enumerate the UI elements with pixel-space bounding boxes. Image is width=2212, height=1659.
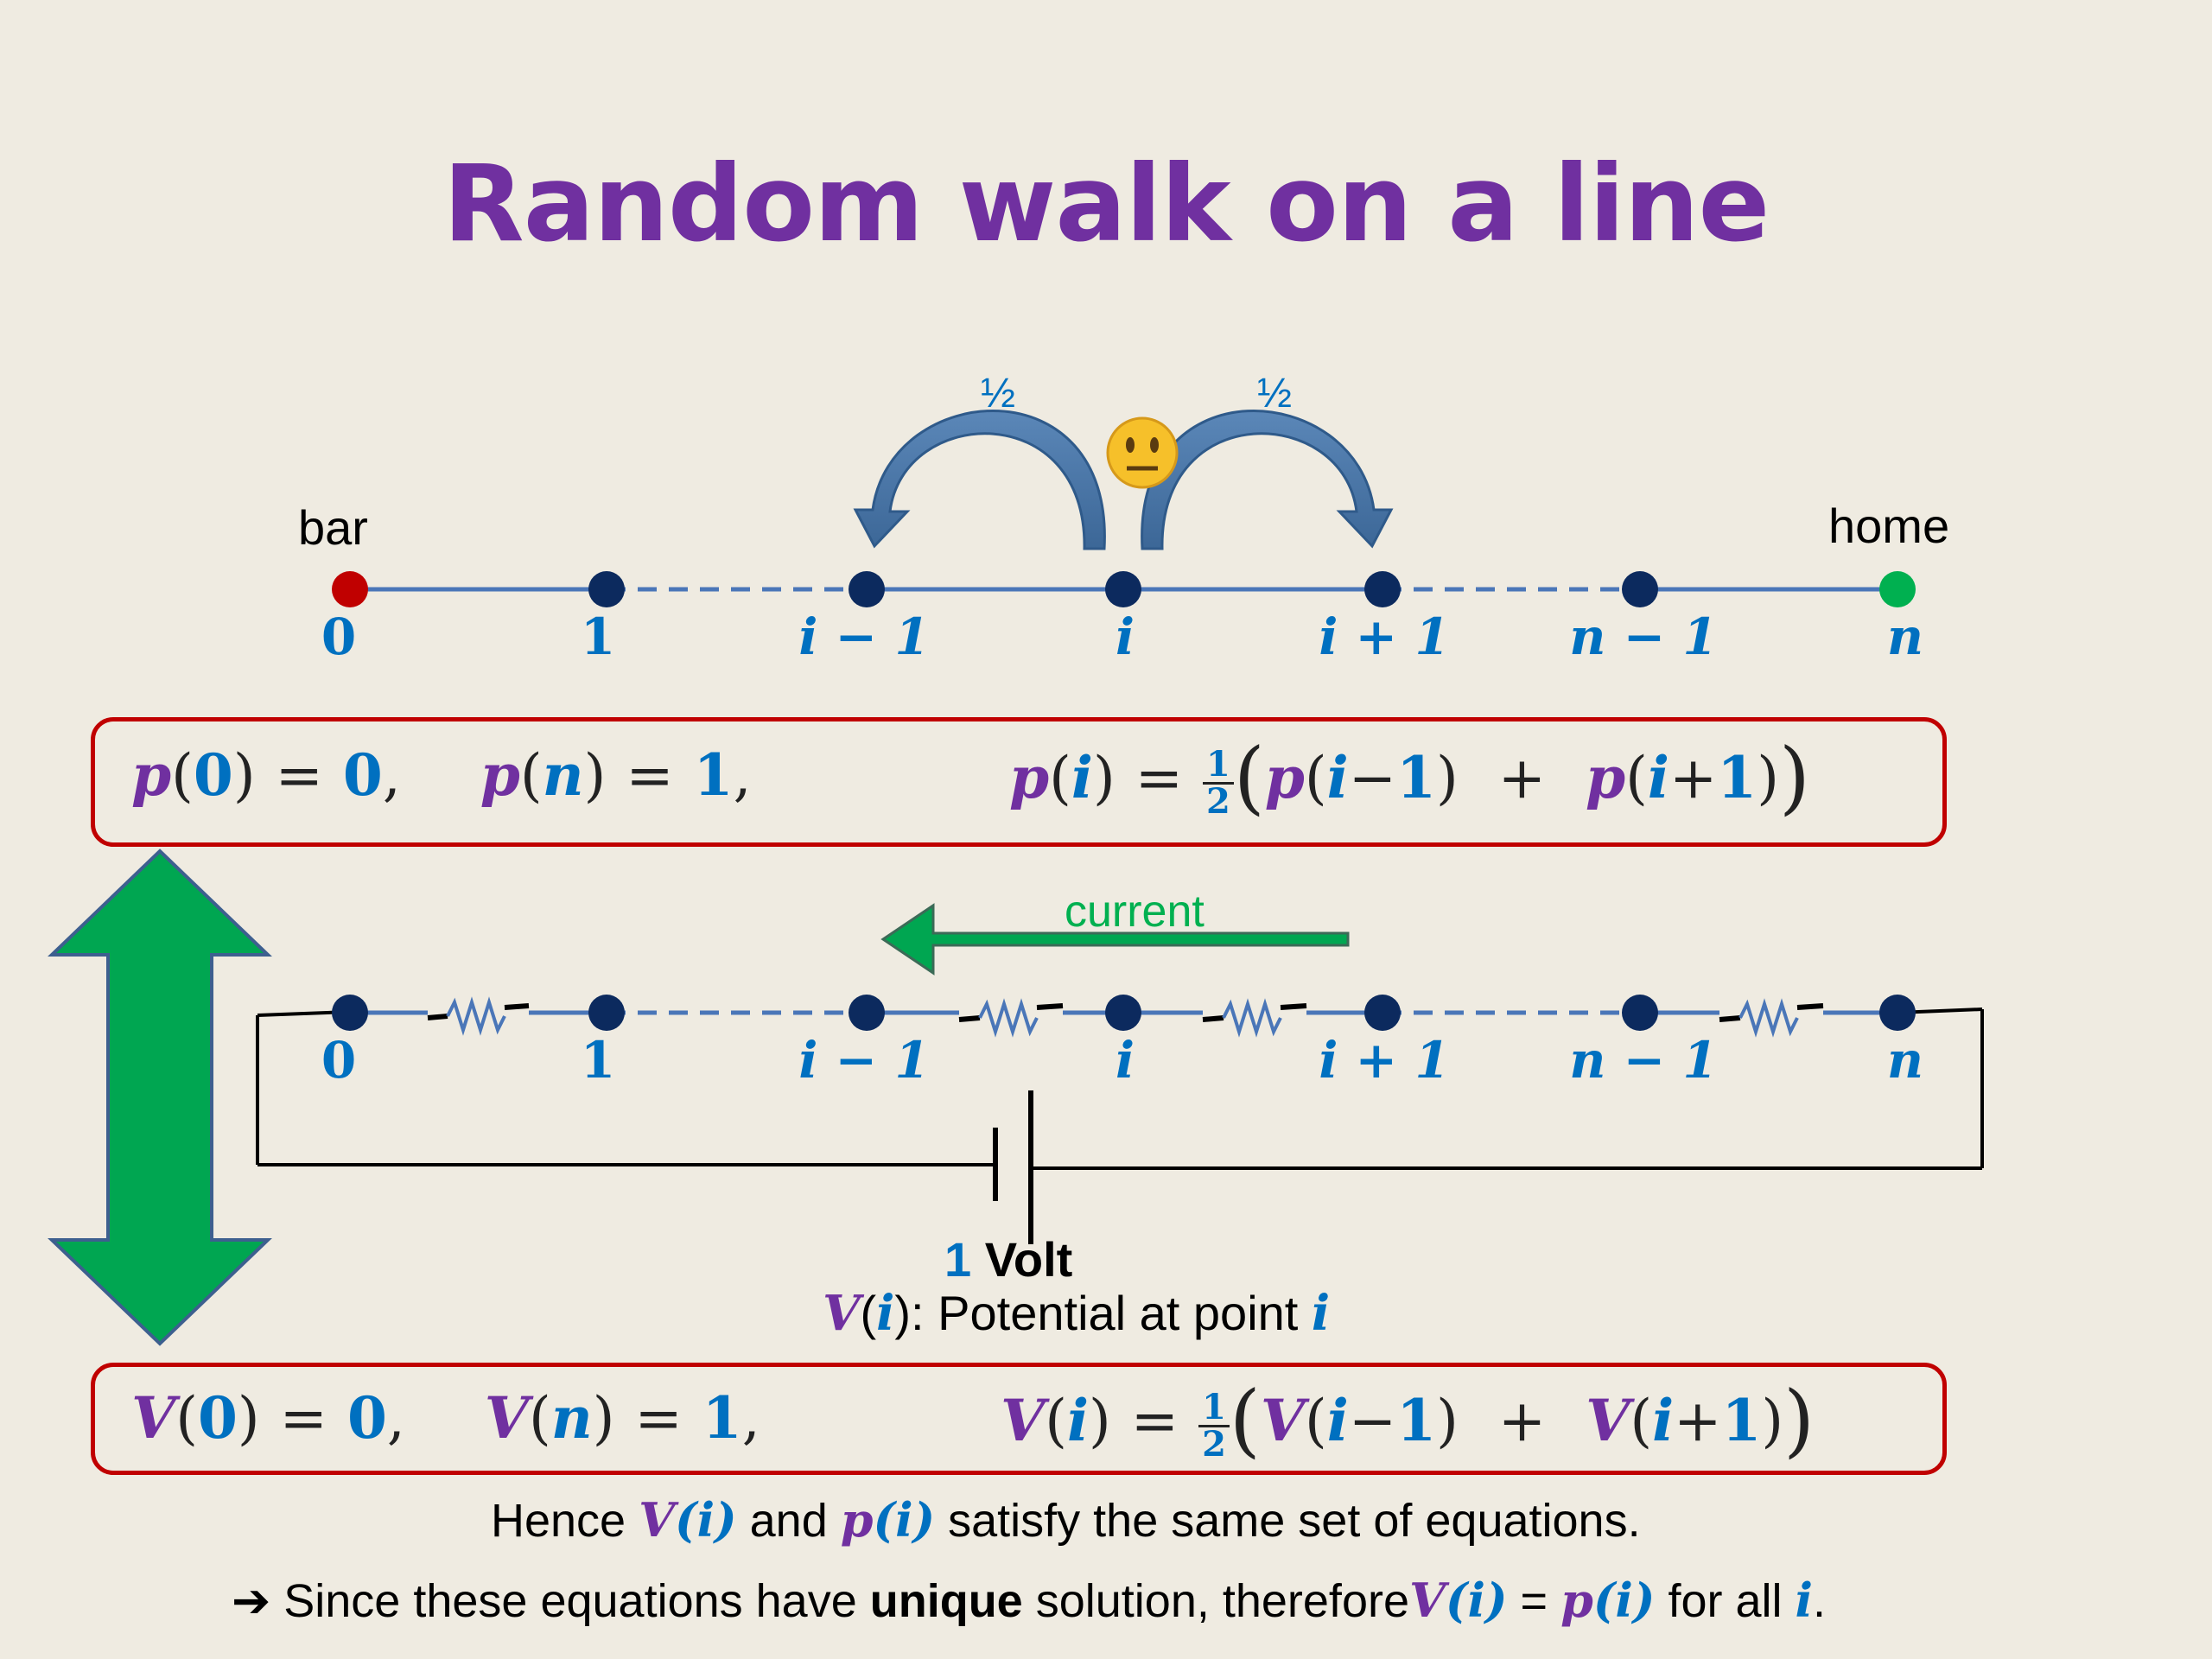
circuit-index-i-plus-1: i + 1 (1319, 1031, 1450, 1090)
circuit-index-n: n (1886, 1031, 1924, 1090)
v-equation-box (91, 1363, 1947, 1475)
end-node (1879, 571, 1916, 607)
equivalence-double-arrow (48, 849, 272, 1346)
random-walk-line (332, 571, 1916, 607)
walk-index-1: 1 (580, 607, 616, 666)
walk-index-i-minus-1: i − 1 (798, 607, 930, 666)
conclusion-line-2: ➔ Since these equations have unique solu… (232, 1573, 1827, 1628)
potential-definition: V(i): Potential at point i (823, 1285, 1331, 1342)
step-right-arrow (1141, 410, 1394, 550)
circuit-index-i: i (1115, 1031, 1135, 1090)
walk-node (1364, 571, 1401, 607)
walk-index-n: n (1886, 607, 1924, 666)
circuit-node (1105, 995, 1141, 1031)
arrow-right-icon: ➔ (232, 1575, 271, 1627)
walk-node (588, 571, 625, 607)
battery-label: 1 Volt (944, 1232, 1073, 1287)
left-probability: ½ (980, 371, 1016, 416)
walk-index-n-minus-1: n − 1 (1569, 607, 1718, 666)
right-probability: ½ (1256, 371, 1293, 416)
p-equation-box (91, 717, 1947, 847)
home-label: home (1828, 499, 1950, 553)
v-boundary-equations: V(0) = 0, V(n) = 1, (131, 1384, 760, 1452)
slide-title: Random walk on a line (442, 143, 1770, 265)
walk-node (1622, 571, 1658, 607)
circuit-node (332, 995, 368, 1031)
circuit-index-0: 0 (321, 1031, 357, 1090)
p-boundary-equations: p(0) = 0, p(n) = 1, (131, 741, 752, 809)
conclusion-line-1: Hence V(i) and p(i) satisfy the same set… (491, 1492, 1641, 1548)
walk-node (1105, 571, 1141, 607)
start-node (332, 571, 368, 607)
circuit-index-1: 1 (580, 1031, 616, 1090)
walk-index-0: 0 (321, 607, 357, 666)
circuit-index-n-minus-1: n − 1 (1569, 1031, 1718, 1090)
walk-index-i: i (1115, 607, 1135, 666)
circuit-node (588, 995, 625, 1031)
current-label: current (1065, 887, 1205, 937)
walk-node (849, 571, 885, 607)
walk-index-i-plus-1: i + 1 (1319, 607, 1450, 666)
bar-label: bar (298, 500, 368, 555)
circuit-node (1879, 995, 1916, 1031)
circuit-index-i-minus-1: i − 1 (798, 1031, 930, 1090)
step-left-arrow (853, 410, 1106, 550)
circuit-node (1622, 995, 1658, 1031)
resistor-circuit (256, 995, 1984, 1244)
circuit-node (1364, 995, 1401, 1031)
circuit-node (849, 995, 885, 1031)
neutral-face-icon (1106, 416, 1179, 489)
current-arrow (880, 903, 1350, 976)
